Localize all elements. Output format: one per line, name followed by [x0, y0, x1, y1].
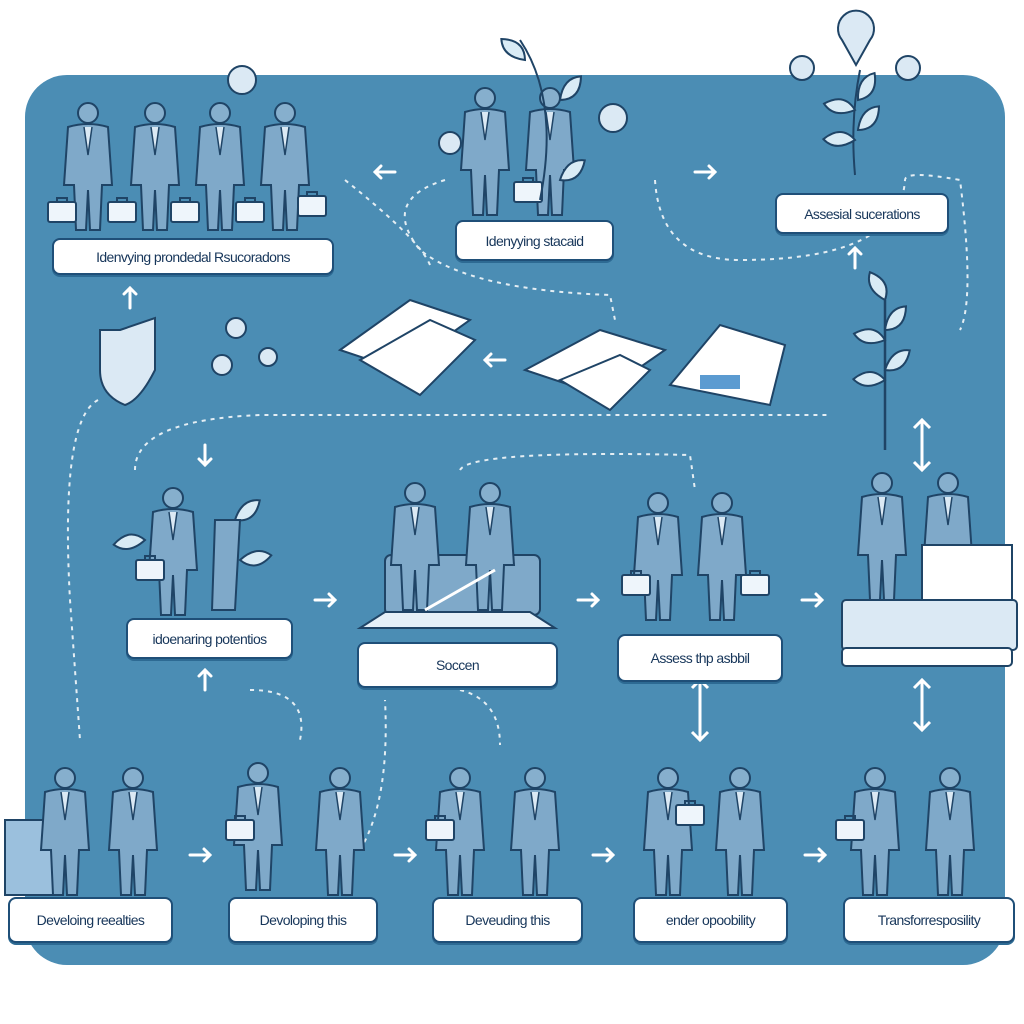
tree-top-right [789, 9, 921, 176]
dashed-connectors [66, 174, 969, 851]
label-top-center: Idenyying stacaid [455, 220, 614, 261]
figures-top-left [47, 65, 327, 231]
label-bottom-1: Develoing reealties [8, 897, 173, 943]
label-mid-center: Soccen [357, 642, 558, 688]
figures-middle-row [112, 472, 1018, 667]
label-top-left: Idenvying prondedal Rsucoradons [52, 238, 334, 275]
figures-bottom-row [4, 762, 975, 896]
flow-arrows [122, 164, 932, 863]
label-mid-left: idoenaring potentios [126, 618, 293, 659]
label-bottom-3: Deveuding this [432, 897, 583, 943]
label-mid-right: Assess thp asbbil [617, 634, 783, 682]
tree-right [851, 268, 916, 450]
documents [99, 298, 787, 412]
label-bottom-5: Transforresposility [843, 897, 1015, 943]
label-top-right: Assesial sucerations [775, 193, 949, 234]
figures-top-center [438, 31, 628, 216]
label-bottom-2: Devoloping this [228, 897, 378, 943]
label-bottom-4: ender opoobility [633, 897, 788, 943]
